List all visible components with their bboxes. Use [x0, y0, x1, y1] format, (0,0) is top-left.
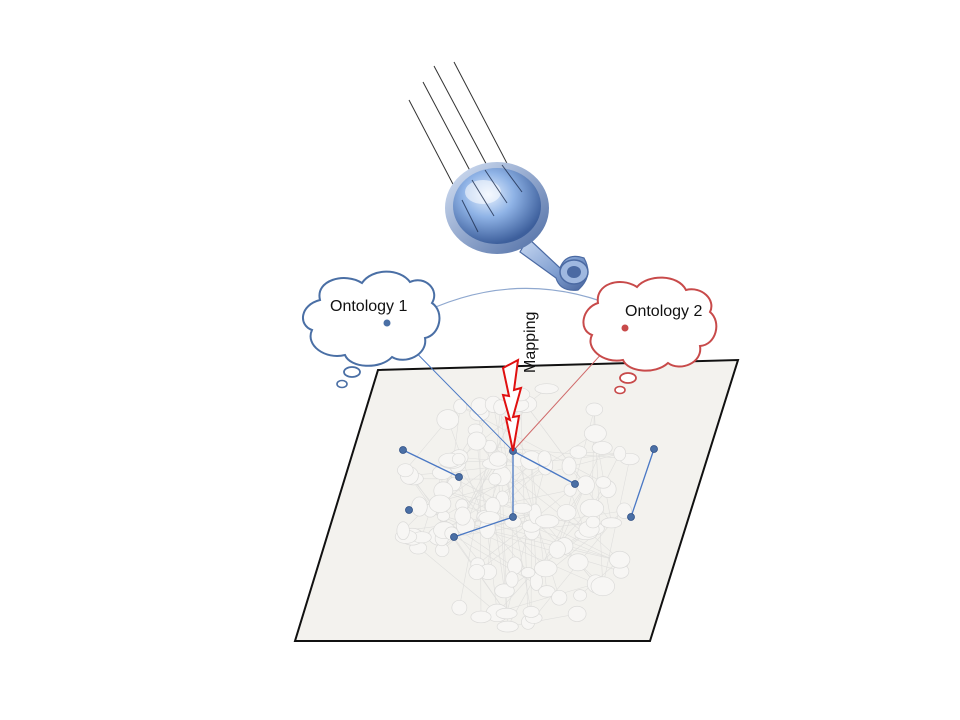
background-edge — [568, 465, 612, 524]
mapping-bolt — [501, 358, 523, 452]
mapping-label: Mapping — [522, 312, 539, 373]
network-node — [450, 533, 458, 541]
background-node — [551, 589, 568, 606]
background-node — [494, 583, 515, 599]
background-node — [436, 409, 460, 430]
network-node — [650, 445, 658, 453]
background-edge — [507, 613, 578, 627]
background-node — [595, 476, 612, 489]
network-nodes — [399, 445, 658, 541]
background-edge — [447, 419, 488, 529]
background-node — [397, 463, 414, 478]
background-edge — [533, 522, 612, 619]
background-node — [573, 589, 587, 602]
background-node — [478, 511, 501, 524]
background-node — [567, 605, 587, 622]
background-node — [488, 451, 508, 467]
background-node — [569, 445, 588, 459]
background-edge — [475, 429, 620, 560]
background-node — [488, 472, 502, 486]
network-node — [571, 480, 579, 488]
network-link — [402, 449, 460, 478]
network-link — [630, 448, 655, 518]
ontology1-node — [383, 319, 391, 327]
background-node — [585, 402, 604, 417]
background-node — [556, 504, 577, 521]
background-edge — [405, 419, 449, 471]
background-node — [600, 517, 622, 529]
ontology1-label: Ontology 1 — [330, 298, 407, 315]
background-node — [584, 424, 607, 443]
ontology2-cloud: Ontology 2 — [582, 276, 718, 395]
network-node — [455, 473, 463, 481]
background-node — [576, 475, 595, 495]
network-link — [453, 516, 514, 538]
ontology1-cloud: Ontology 1 — [302, 270, 441, 389]
background-node — [534, 383, 559, 395]
background-node — [454, 506, 471, 526]
background-edge — [487, 407, 501, 572]
background-edge — [525, 403, 586, 486]
background-node — [561, 456, 577, 476]
network-links — [402, 448, 655, 538]
background-node — [609, 550, 631, 569]
network-link — [512, 450, 576, 485]
ontology2-label: Ontology 2 — [625, 303, 702, 320]
background-node — [411, 496, 428, 517]
background-node — [495, 607, 518, 620]
background-node — [470, 610, 492, 624]
background-node — [585, 515, 601, 529]
background-node — [613, 445, 627, 462]
background-node — [590, 576, 615, 597]
background-node — [451, 452, 466, 466]
background-edge — [419, 453, 620, 507]
background-node — [505, 571, 519, 588]
background-node — [535, 514, 560, 529]
background-node — [467, 431, 487, 451]
background-edge — [557, 447, 603, 550]
background-node — [591, 441, 613, 455]
background-node — [567, 553, 589, 572]
background-node — [496, 620, 519, 633]
background-node — [451, 599, 468, 616]
network-node — [405, 506, 413, 514]
background-node — [522, 606, 540, 618]
background-node — [520, 567, 536, 578]
background-node — [428, 494, 452, 513]
background-edge — [413, 478, 507, 614]
background-edge — [419, 506, 596, 585]
background-node — [534, 559, 558, 578]
magnifier-icon — [408, 61, 589, 291]
network-node — [399, 446, 407, 454]
network-node — [509, 513, 517, 521]
background-node — [468, 564, 486, 580]
background-node — [579, 498, 605, 518]
background-node — [396, 521, 410, 540]
background-node — [537, 450, 552, 468]
background-edge — [405, 470, 507, 614]
background-node — [507, 556, 523, 575]
background-node — [511, 502, 533, 514]
network-node — [627, 513, 635, 521]
background-node — [548, 540, 566, 559]
background-node — [453, 398, 468, 415]
ontology-plane — [293, 358, 740, 642]
ontology2-node — [621, 324, 629, 332]
background-graph — [394, 383, 640, 633]
